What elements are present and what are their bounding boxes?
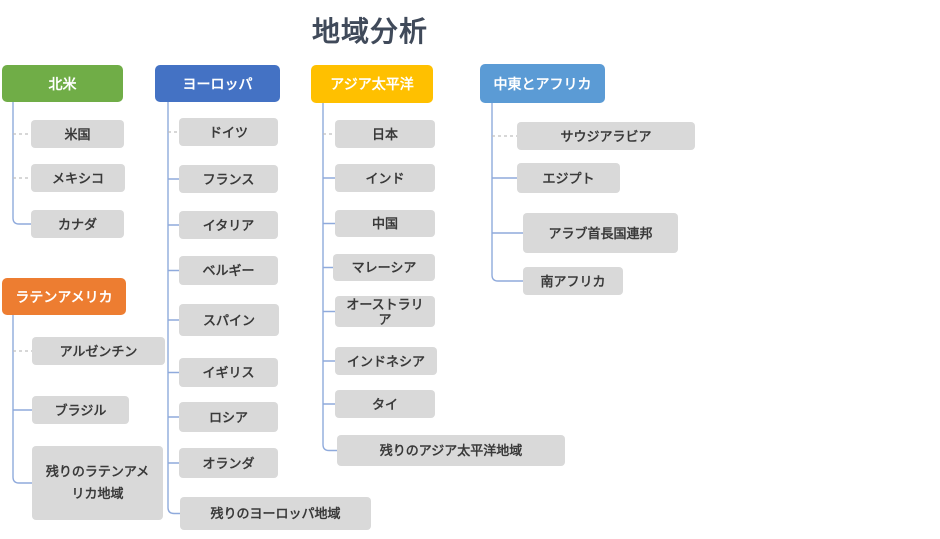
node-usa: 米国 [31,120,124,148]
node-russia: ロシア [179,402,278,432]
node-uk: イギリス [179,358,278,387]
node-uae: アラブ首長国連邦 [523,213,678,253]
node-thailand: タイ [335,390,435,418]
node-italy: イタリア [179,211,278,239]
node-saudi-arabia: サウジアラビア [517,122,695,150]
node-france: フランス [179,165,278,193]
node-brazil: ブラジル [32,396,129,424]
node-japan: 日本 [335,120,435,148]
node-germany: ドイツ [179,118,278,146]
node-belgium: ベルギー [179,256,278,285]
region-header-europe: ヨーロッパ [155,65,280,102]
node-south-africa: 南アフリカ [523,267,623,295]
region-header-middle-east-africa: 中東とアフリカ [480,64,605,103]
node-spain: スパイン [179,304,279,336]
node-netherlands: オランダ [179,448,278,478]
solid-connectors [12,102,523,515]
node-canada: カナダ [31,210,124,238]
node-indonesia: インドネシア [335,347,437,375]
region-header-latin-america: ラテンアメリカ [2,278,126,315]
node-australia: オーストラリア [335,296,435,327]
region-header-asia-pacific: アジア太平洋 [311,65,433,103]
diagram-title: 地域分析 [311,16,428,47]
node-malaysia: マレーシア [333,254,435,281]
node-argentina: アルゼンチン [32,337,165,365]
region-header-north-america: 北米 [2,65,123,102]
node-rest-of-latin-america: 残りのラテンアメリカ地域 [32,446,163,520]
node-egypt: エジプト [517,163,620,193]
node-india: インド [335,164,435,192]
dashed-connectors [13,131,517,352]
node-rest-of-asia-pacific: 残りのアジア太平洋地域 [337,435,565,466]
node-china: 中国 [335,210,435,237]
node-mexico: メキシコ [31,164,125,192]
node-rest-of-europe: 残りのヨーロッパ地域 [180,497,371,530]
